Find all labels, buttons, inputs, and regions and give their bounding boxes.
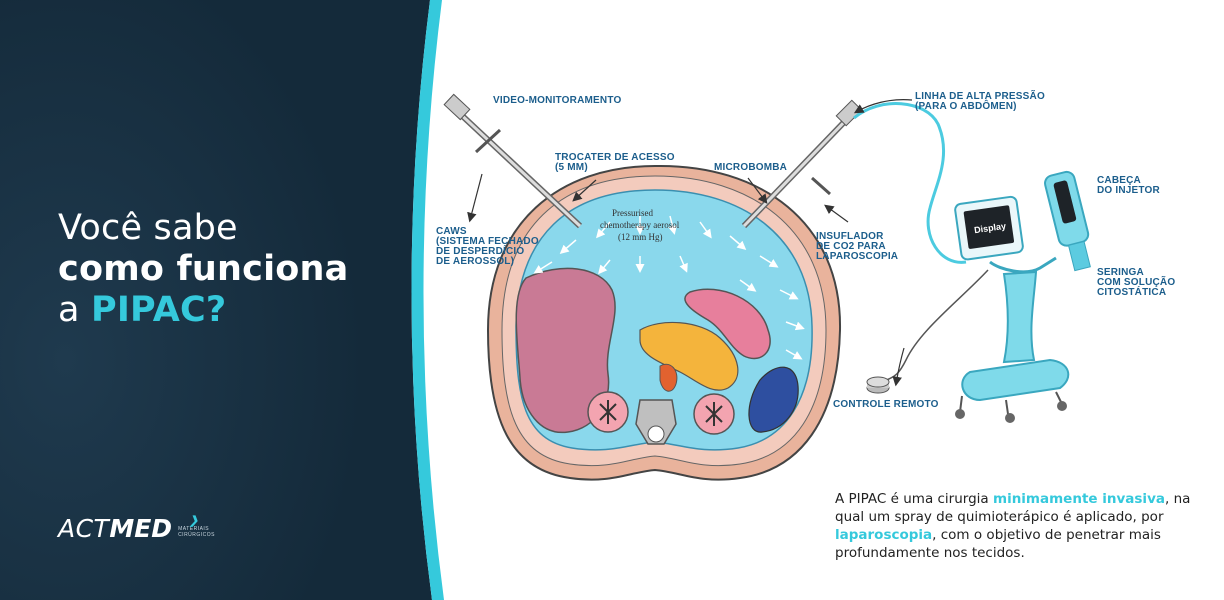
aerosol-text-2: chemotherapy aerosol	[600, 220, 680, 230]
aerosol-text-1: Pressurised	[612, 208, 653, 218]
remote-control-icon	[866, 376, 890, 394]
high-pressure-line	[853, 102, 967, 264]
label-controle-remoto: CONTROLE REMOTO	[833, 400, 939, 410]
headline-pipac: PIPAC?	[90, 290, 227, 330]
annotation-arrows	[467, 99, 913, 387]
label-trocater: TROCATER DE ACESSO (5 MM)	[555, 153, 675, 173]
label-caws-line-2: (SISTEMA FECHADO	[436, 236, 539, 247]
headline-line-3-prefix: a	[58, 290, 91, 330]
label-seringa-line-3: CITOSTÁTICA	[1097, 287, 1167, 298]
label-seringa-line-2: COM SOLUÇÃO	[1097, 277, 1176, 288]
logo-subtitle: MATERIAIS CIRÚRGICOS	[178, 526, 215, 538]
label-seringa: SERINGA COM SOLUÇÃO CITOSTÁTICA	[1097, 268, 1175, 298]
label-cabeca-injetor: CABEÇA DO INJETOR	[1097, 176, 1160, 196]
logo-sub-1: MATERIAIS	[178, 526, 210, 532]
label-seringa-line-1: SERINGA	[1097, 267, 1144, 278]
label-microbomba: MICROBOMBA	[714, 163, 787, 173]
label-trocater-line-2: (5 MM)	[555, 162, 588, 173]
caption-text-3: , com o objetivo de penetrar mais profun…	[835, 527, 1161, 561]
accent-stripe	[411, 0, 444, 600]
label-video-monitoramento: VIDEO-MONITORAMENTO	[493, 96, 621, 106]
label-cabeca-line-2: DO INJETOR	[1097, 185, 1160, 196]
label-video-text: VIDEO-MONITORAMENTO	[493, 95, 622, 106]
pipac-injector-machine: Display	[954, 170, 1091, 423]
label-trocater-line-1: TROCATER DE ACESSO	[555, 152, 675, 163]
caption-text-2: , na qual um spray de quimioterápico é a…	[835, 491, 1191, 525]
headline: Você sabe como funciona a PIPAC?	[58, 208, 348, 331]
label-caws: CAWS (SISTEMA FECHADO DE DESPERDÍCIO DE …	[436, 227, 539, 267]
logo-act: ACT	[58, 514, 110, 543]
abdomen-cross-section: Pressurised chemotherapy aerosol (12 mm …	[486, 164, 842, 481]
logo-med: MED	[109, 514, 173, 543]
label-microbomba-text: MICROBOMBA	[714, 162, 788, 173]
label-linha-line-1: LINHA DE ALTA PRESSÃO	[915, 91, 1045, 102]
caption-highlight-1: minimamente invasiva	[993, 491, 1165, 507]
label-insuflador-line-1: INSUFLADOR	[816, 231, 884, 242]
label-insuflador-line-3: LAPAROSCOPIA	[816, 251, 899, 262]
label-insuflador: INSUFLADOR DE CO2 PARA LAPAROSCOPIA	[816, 232, 898, 262]
label-linha-alta-pressao: LINHA DE ALTA PRESSÃO (PARA O ABDÔMEN)	[915, 92, 1045, 112]
logo-sub-2: CIRÚRGICOS	[178, 532, 216, 538]
description-paragraph: A PIPAC é uma cirurgia minimamente invas…	[835, 490, 1195, 562]
label-insuflador-line-2: DE CO2 PARA	[816, 241, 886, 252]
left-trocar-icon	[443, 93, 583, 229]
caption-highlight-2: laparoscopia	[835, 527, 933, 543]
label-cabeca-line-1: CABEÇA	[1097, 175, 1141, 186]
label-caws-line-4: DE AEROSSOL)	[436, 256, 515, 267]
headline-line-1: Você sabe	[58, 208, 238, 248]
label-linha-line-2: (PARA O ABDÔMEN)	[915, 101, 1017, 112]
display-text: Display	[973, 221, 1006, 235]
aerosol-text-3: (12 mm Hg)	[618, 232, 663, 242]
remote-cable	[879, 269, 989, 383]
caption-text-1: A PIPAC é uma cirurgia	[835, 491, 993, 507]
label-caws-line-1: CAWS	[436, 226, 467, 237]
label-caws-line-3: DE DESPERDÍCIO	[436, 246, 525, 257]
label-controle-text: CONTROLE REMOTO	[833, 399, 939, 410]
headline-line-2: como funciona	[58, 249, 349, 289]
panel-background	[0, 0, 444, 600]
